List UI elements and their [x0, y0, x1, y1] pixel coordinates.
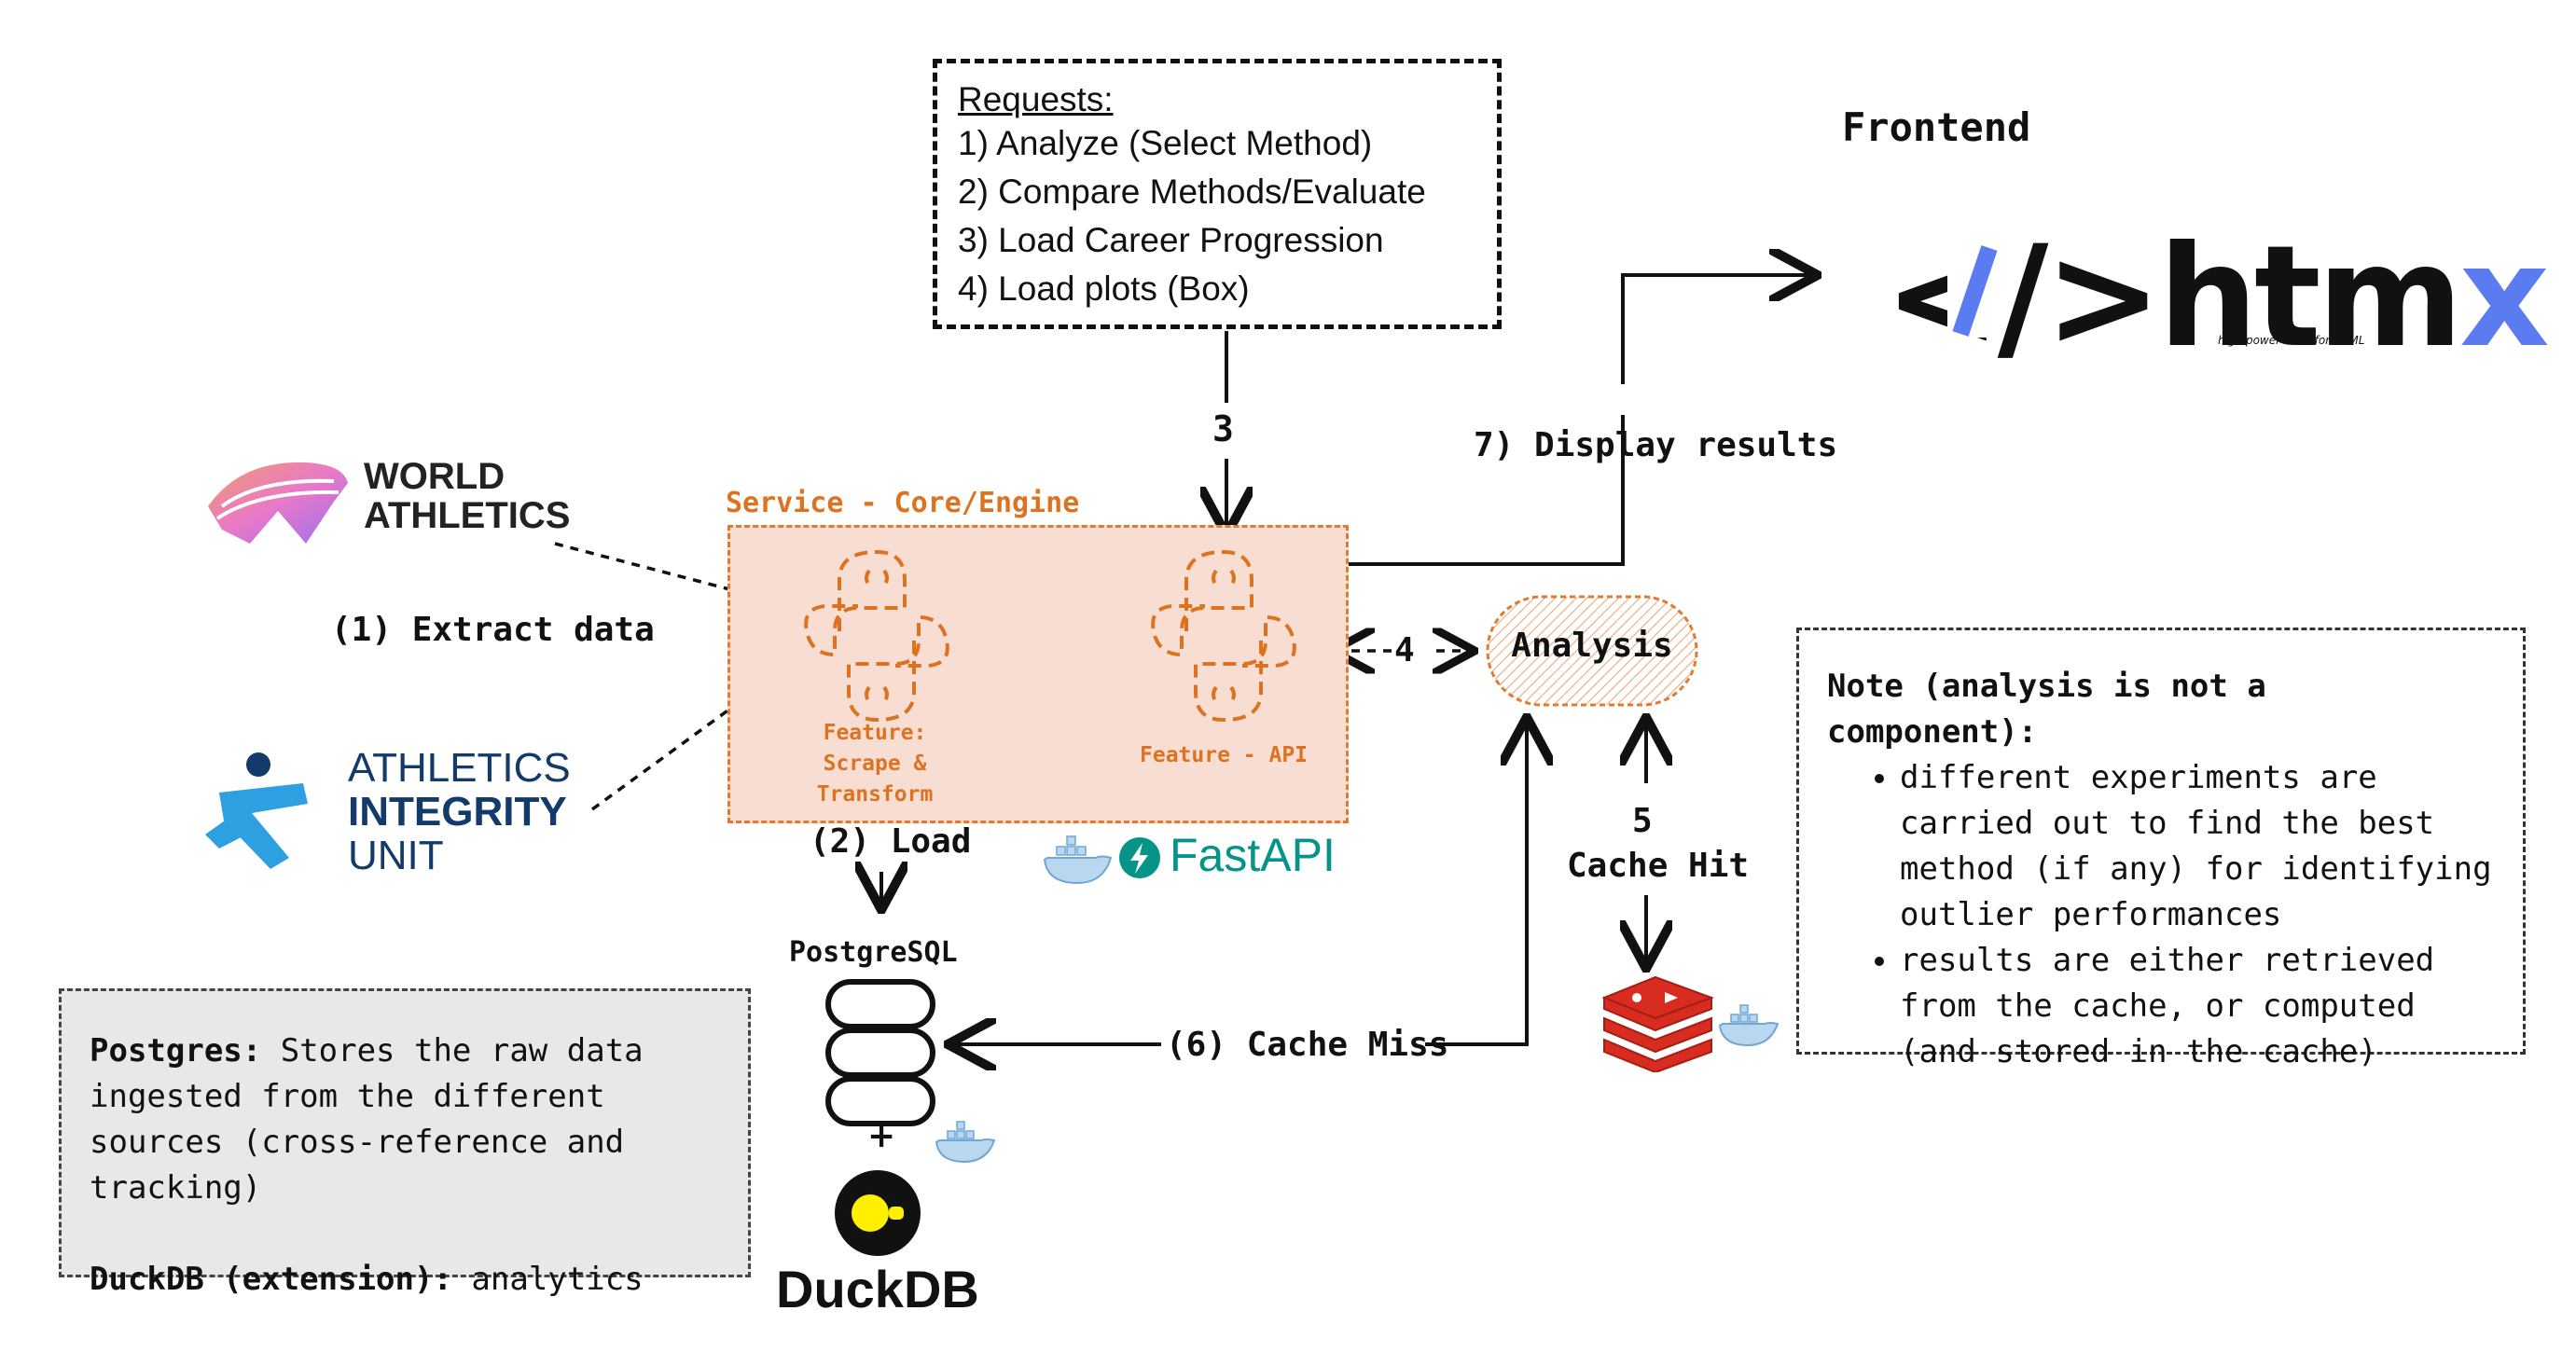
duckdb-label: DuckDB — [776, 1260, 979, 1318]
world-athletics-logo-icon — [208, 462, 348, 544]
note-bullet: results are either retrieved from the ca… — [1900, 938, 2495, 1075]
duckdb-note-bold: DuckDB (extension): — [90, 1261, 452, 1298]
analysis-note-box: Note (analysis is not a component): diff… — [1796, 628, 2526, 1070]
plus-sign: + — [867, 1117, 896, 1155]
request-item: 1) Analyze (Select Method) — [958, 124, 1373, 162]
duckdb-note-para: DuckDB (extension): analytics — [90, 1257, 720, 1303]
wa-line1: WORLD — [364, 456, 506, 497]
feature-scrape-line2: Scrape & Transform — [816, 752, 934, 807]
aiu-line2: INTEGRITY — [348, 789, 567, 835]
postgres-note-text: Stores the raw data ingested from the di… — [90, 1032, 644, 1207]
feature-scrape-line1: Feature: — [823, 721, 927, 745]
arrow-extract-aiu — [590, 669, 785, 811]
step-3-label: 3 — [1212, 408, 1234, 449]
duckdb-logo-icon — [835, 1170, 921, 1256]
world-athletics-text: WORLD ATHLETICS — [364, 457, 570, 535]
feature-api-label: Feature - API — [1140, 743, 1309, 767]
cache-miss-label: (6) Cache Miss — [1166, 1026, 1449, 1064]
service-box — [727, 525, 1349, 823]
arrow-6 — [1425, 721, 1527, 1046]
postgres-note-bold: Postgres: — [90, 1032, 262, 1069]
requests-title: Requests: — [958, 80, 1114, 118]
request-item: 4) Load plots (Box) — [958, 269, 1250, 308]
aiu-line3: UNIT — [348, 833, 444, 878]
python-icon-scrape — [804, 549, 949, 723]
htmx-slash-icon — [1947, 244, 2003, 338]
feature-scrape-label: Feature: Scrape & Transform — [763, 718, 987, 810]
display-results-label: 7) Display results — [1474, 426, 1838, 464]
fastapi-logo-icon — [1119, 837, 1160, 878]
redis-logo-icon — [1601, 975, 1714, 1072]
htmx-tagline: high power tools for HTML — [2218, 334, 2365, 347]
frontend-label: Frontend — [1842, 104, 2031, 150]
note-title: Note (analysis is not a component): — [1827, 668, 2266, 751]
postgres-note-box: Postgres: Stores the raw data ingested f… — [59, 988, 751, 1298]
database-icon — [825, 979, 935, 1126]
request-item: 3) Load Career Progression — [958, 221, 1384, 259]
docker-whale-icon — [1043, 835, 1113, 885]
cache-hit-label: Cache Hit — [1567, 847, 1750, 885]
aiu-line1: ATHLETICS — [348, 745, 571, 791]
postgres-label: PostgreSQL — [789, 936, 958, 969]
docker-whale-icon — [935, 1121, 996, 1164]
analysis-pill — [1486, 595, 1698, 707]
docker-whale-icon — [1718, 1004, 1780, 1047]
wa-line2: ATHLETICS — [364, 495, 571, 536]
note-list: different experiments are carried out to… — [1827, 755, 2495, 1075]
requests-box: Requests: 1) Analyze (Select Method) 2) … — [933, 59, 1502, 329]
fastapi-label: FastAPI — [1170, 829, 1336, 881]
htmx-text: htm — [2158, 216, 2463, 379]
arrow-7 — [1270, 415, 1625, 566]
aiu-text: ATHLETICS INTEGRITY UNIT — [348, 746, 571, 877]
htmx-close: > — [2044, 216, 2162, 379]
step-5-label: 5 — [1632, 802, 1653, 840]
step-4-label: 4 — [1394, 631, 1415, 669]
postgres-note-para: Postgres: Stores the raw data ingested f… — [90, 1028, 720, 1211]
note-bullet: different experiments are carried out to… — [1900, 755, 2495, 938]
duckdb-note-text: analytics — [451, 1261, 644, 1298]
analysis-label: Analysis — [1511, 627, 1673, 665]
service-title: Service - Core/Engine — [726, 487, 1080, 519]
htmx-x: x — [2458, 216, 2550, 379]
load-label: (2) Load — [810, 822, 972, 861]
python-icon-api — [1151, 549, 1296, 723]
extract-label: (1) Extract data — [331, 611, 655, 649]
request-item: 2) Compare Methods/Evaluate — [958, 172, 1426, 211]
aiu-logo-icon — [205, 752, 308, 869]
